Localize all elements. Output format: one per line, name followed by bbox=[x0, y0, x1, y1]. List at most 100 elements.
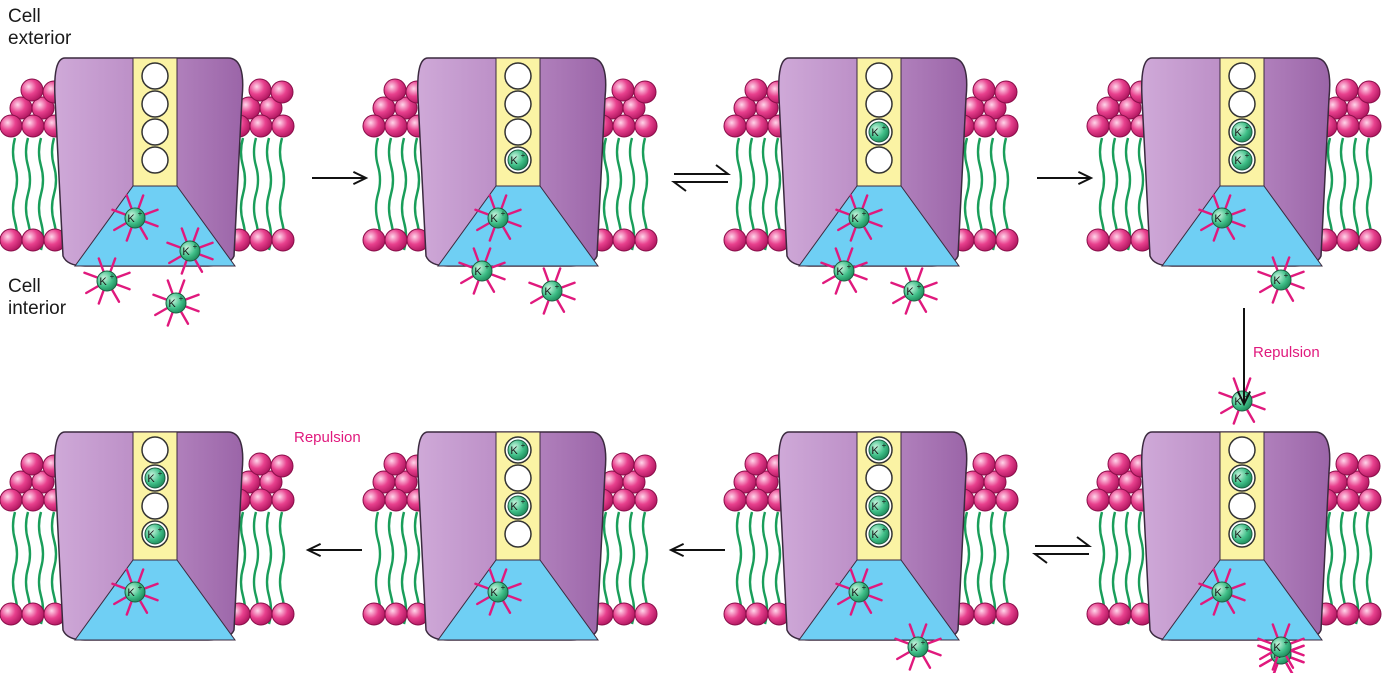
forward-harpoon-icon bbox=[1035, 537, 1089, 546]
empty-site-1 bbox=[1229, 63, 1255, 89]
water-line bbox=[1219, 393, 1232, 398]
lipid-head bbox=[1087, 229, 1109, 251]
water-line bbox=[1290, 272, 1303, 277]
water-line bbox=[561, 294, 574, 299]
channel-panels: K+K+K+K+K+K+K+K+K+K+K+K+K+K+K+K+K+K+K+K+… bbox=[0, 58, 1381, 673]
lipid-head bbox=[974, 603, 996, 625]
ion-symbol: K bbox=[127, 587, 135, 599]
lipid-head bbox=[1336, 453, 1358, 475]
ion-charge: + bbox=[882, 441, 887, 450]
cell-interior-label: Cell interior bbox=[8, 276, 98, 320]
water-line bbox=[557, 300, 564, 312]
lipid-head bbox=[1087, 115, 1109, 137]
empty-site-1 bbox=[866, 63, 892, 89]
lipid-head bbox=[996, 115, 1018, 137]
lipid-head bbox=[746, 115, 768, 137]
water-line bbox=[927, 650, 940, 655]
empty-site-1 bbox=[505, 63, 531, 89]
lipid-head bbox=[0, 603, 22, 625]
water-line bbox=[1260, 285, 1272, 292]
lipid-head bbox=[272, 603, 294, 625]
ion-charge: + bbox=[555, 282, 560, 291]
lipid-head bbox=[1108, 79, 1130, 101]
lipid-head bbox=[1358, 81, 1380, 103]
filter-site-ion-3: K+ bbox=[1229, 119, 1255, 145]
lipid-head bbox=[635, 229, 657, 251]
lipid-head bbox=[385, 603, 407, 625]
filter-site-ion-4: K+ bbox=[866, 521, 892, 547]
lipid-head bbox=[1337, 229, 1359, 251]
ion-symbol: K bbox=[1214, 213, 1222, 225]
lipid-head bbox=[613, 603, 635, 625]
lipid-head bbox=[635, 603, 657, 625]
ion-symbol: K bbox=[147, 529, 155, 541]
ion-symbol: K bbox=[1214, 587, 1222, 599]
water-line bbox=[923, 656, 930, 668]
lipid-head bbox=[613, 229, 635, 251]
lipid-head bbox=[384, 79, 406, 101]
lipid-head bbox=[746, 603, 768, 625]
empty-site-4 bbox=[505, 521, 531, 547]
empty-site-1 bbox=[1229, 437, 1255, 463]
lipid-head bbox=[974, 115, 996, 137]
lipid-head bbox=[1358, 455, 1380, 477]
water-line bbox=[168, 312, 173, 325]
water-line bbox=[168, 280, 173, 293]
lipid-head bbox=[1087, 603, 1109, 625]
ion-symbol: K bbox=[490, 213, 498, 225]
ion-symbol: K bbox=[871, 445, 879, 457]
water-line bbox=[1258, 272, 1271, 277]
lipid-head bbox=[612, 453, 634, 475]
repulsion-label-right: Repulsion bbox=[1253, 344, 1320, 361]
ion-charge: + bbox=[847, 262, 852, 271]
ion-symbol: K bbox=[510, 155, 518, 167]
filter-site-ion-4: K+ bbox=[505, 147, 531, 173]
ion-symbol: K bbox=[851, 213, 859, 225]
lipid-head bbox=[363, 489, 385, 511]
water-line bbox=[116, 273, 129, 278]
ion-symbol: K bbox=[1234, 155, 1242, 167]
lipid-head bbox=[250, 489, 272, 511]
lipid-head bbox=[995, 455, 1017, 477]
lipid-head bbox=[1337, 489, 1359, 511]
lipid-head bbox=[1359, 489, 1381, 511]
ion-symbol: K bbox=[851, 587, 859, 599]
lipid-head bbox=[385, 115, 407, 137]
lipid-head bbox=[996, 489, 1018, 511]
ion-symbol: K bbox=[127, 213, 135, 225]
ion-charge: + bbox=[138, 583, 143, 592]
lipid-head bbox=[0, 115, 22, 137]
ion-symbol: K bbox=[871, 501, 879, 513]
intracellular-ion-2: K+ bbox=[891, 268, 936, 313]
water-line bbox=[1290, 657, 1303, 662]
lipid-head bbox=[973, 453, 995, 475]
lipid-head bbox=[22, 229, 44, 251]
channel-panel-2: K+K+K+K+ bbox=[363, 58, 657, 314]
ion-symbol: K bbox=[871, 127, 879, 139]
lipid-head bbox=[1087, 489, 1109, 511]
empty-site-3 bbox=[142, 119, 168, 145]
ion-charge: + bbox=[501, 583, 506, 592]
filter-site-ion-1: K+ bbox=[505, 437, 531, 463]
lipid-head bbox=[612, 79, 634, 101]
lipid-head bbox=[22, 115, 44, 137]
lipid-head bbox=[1337, 603, 1359, 625]
water-line bbox=[1258, 646, 1271, 651]
lipid-head bbox=[250, 229, 272, 251]
ion-symbol: K bbox=[871, 529, 879, 541]
water-line bbox=[897, 652, 909, 659]
ion-symbol: K bbox=[147, 473, 155, 485]
ion-charge: + bbox=[921, 638, 926, 647]
lipid-head bbox=[613, 489, 635, 511]
lipid-head bbox=[250, 115, 272, 137]
ion-charge: + bbox=[501, 209, 506, 218]
lipid-head bbox=[746, 489, 768, 511]
lipid-head bbox=[1359, 603, 1381, 625]
lipid-head bbox=[22, 603, 44, 625]
ion-symbol: K bbox=[510, 501, 518, 513]
ion-charge: + bbox=[862, 209, 867, 218]
ion-charge: + bbox=[158, 525, 163, 534]
lipid-head bbox=[1359, 115, 1381, 137]
ion-symbol: K bbox=[906, 286, 914, 298]
